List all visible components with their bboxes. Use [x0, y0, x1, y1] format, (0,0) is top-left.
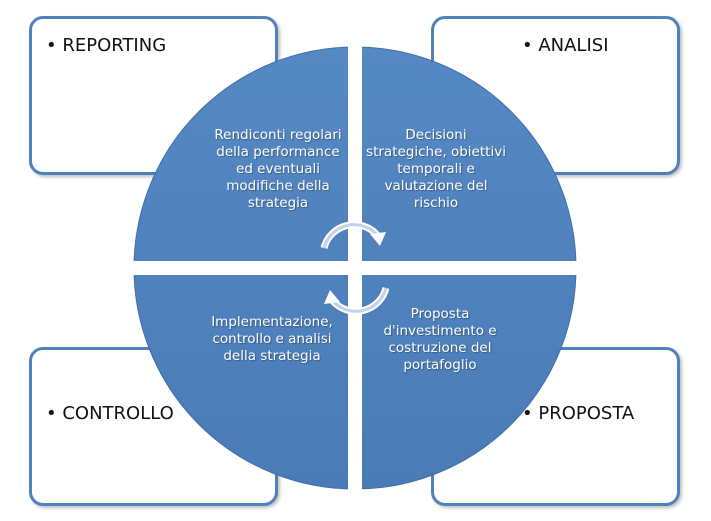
analisi-label: • ANALISI [522, 35, 609, 56]
controllo-label: • CONTROLLO [46, 403, 174, 424]
quadrant-top-left-text: Rendiconti regolari della performance ed… [214, 127, 342, 211]
proposta-label: • PROPOSTA [522, 403, 635, 424]
quadrant-bottom-left-text: Implementazione, controllo e analisi del… [211, 314, 333, 364]
reporting-label: • REPORTING [46, 35, 167, 56]
quadrant-top-right-text: Decisioni strategiche, obiettivi tempora… [366, 127, 506, 211]
quadrant-bottom-right-text: Proposta d'investimento e costruzione de… [383, 306, 497, 373]
